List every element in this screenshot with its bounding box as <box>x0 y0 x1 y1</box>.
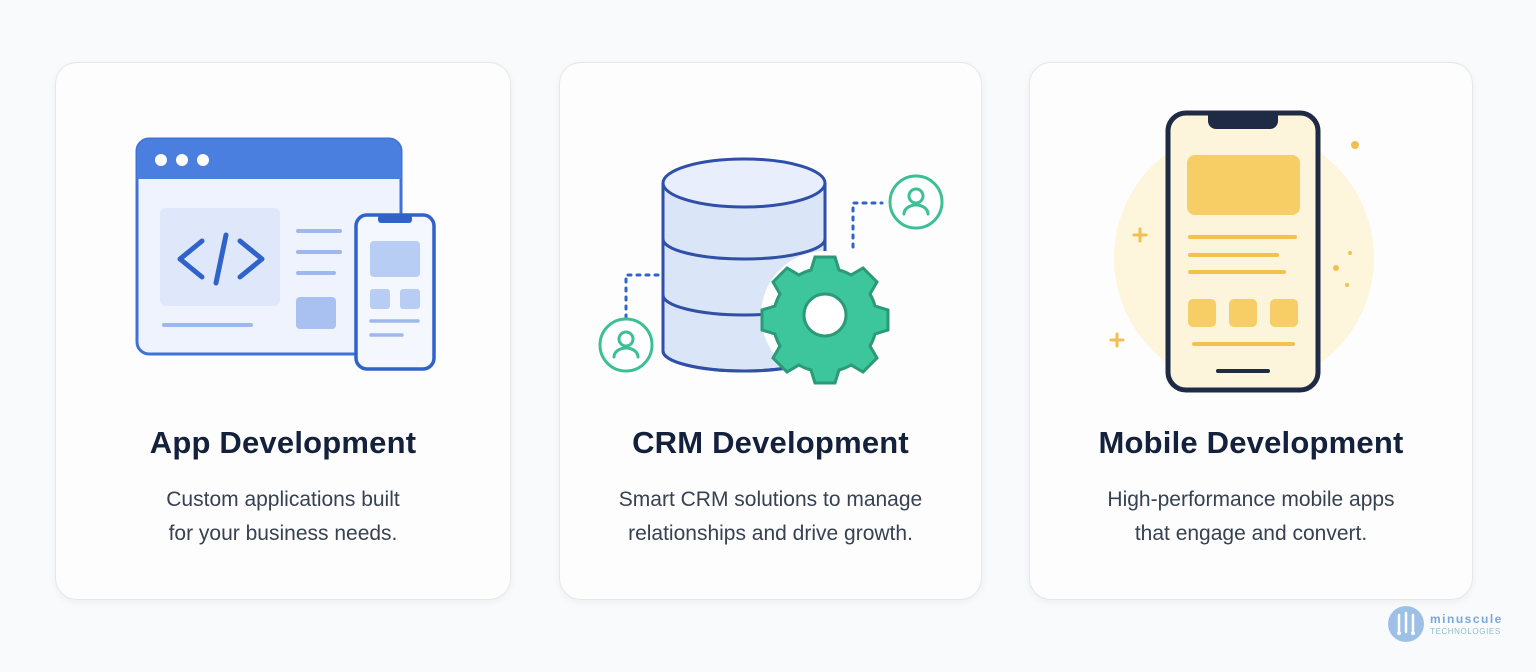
card-description-line: Custom applications built <box>166 488 400 511</box>
service-card-app-development[interactable]: App Development Custom applications buil… <box>55 62 511 600</box>
card-description: High-performance mobile apps that engage… <box>1060 483 1442 551</box>
card-description-line: that engage and convert. <box>1134 522 1368 545</box>
card-description-line: High-performance mobile apps <box>1107 488 1395 511</box>
brand-logo: minuscule TECHNOLOGIES <box>1386 604 1516 644</box>
brand-logo-icon <box>1388 606 1424 642</box>
user-icon <box>598 317 654 373</box>
smartphone-icon <box>1030 63 1472 403</box>
web-app-code-icon <box>56 63 510 403</box>
card-title: Mobile Development <box>1098 425 1404 460</box>
card-title: CRM Development <box>632 425 909 460</box>
card-title: App Development <box>149 425 417 460</box>
card-description: Smart CRM solutions to manage relationsh… <box>590 483 951 551</box>
database-gear-icon <box>560 63 981 403</box>
card-description: Custom applications built for your busin… <box>86 483 480 551</box>
brand-name: minuscule <box>1430 612 1503 626</box>
card-description-line: Smart CRM solutions to manage <box>618 488 923 511</box>
brand-tagline: TECHNOLOGIES <box>1430 627 1501 636</box>
card-description-line: relationships and drive growth. <box>628 522 913 545</box>
service-card-crm-development[interactable]: CRM Development Smart CRM solutions to m… <box>559 62 982 600</box>
card-description-line: for your business needs. <box>168 522 398 545</box>
service-card-mobile-development[interactable]: Mobile Development High-performance mobi… <box>1029 62 1473 600</box>
